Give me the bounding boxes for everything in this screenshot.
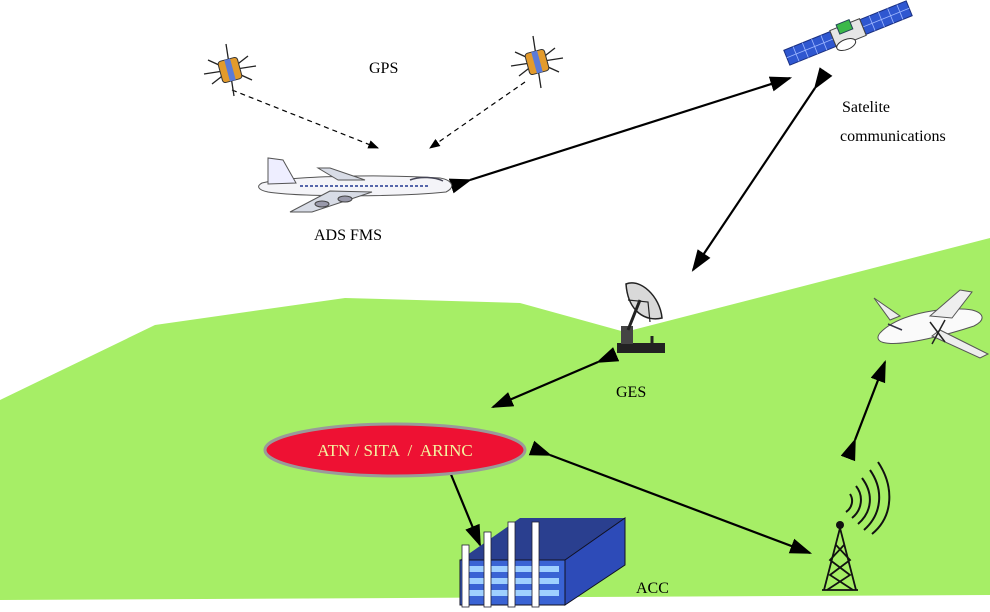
communications-satellite-icon (783, 0, 913, 66)
link-satellite-ges (691, 67, 833, 272)
satellite-dish-icon (617, 282, 665, 353)
radio-tower-icon (822, 461, 891, 591)
link-airliner-satellite (448, 76, 793, 194)
link-ges-network (490, 347, 620, 409)
network-label: ATN / SITA / ARINC (317, 441, 472, 460)
satcom-label-line1: Satelite (842, 99, 890, 116)
gps-label: GPS (369, 60, 398, 77)
airliner-icon (258, 157, 453, 213)
link-network-acc (435, 450, 482, 548)
gps-link-right (429, 81, 526, 149)
acc-label: ACC (636, 580, 669, 597)
gps-satellite-icon (203, 43, 257, 97)
link-network-tower (528, 440, 813, 555)
ads-fms-label: ADS FMS (314, 227, 382, 244)
network-ellipse: ATN / SITA / ARINC (263, 422, 527, 478)
gps-satellite-icon (510, 35, 564, 89)
link-tower-turboprop (840, 359, 887, 462)
gps-signal-links (231, 81, 526, 149)
ges-label: GES (616, 384, 646, 401)
turboprop-aircraft-icon (873, 289, 990, 359)
control-center-building-icon (459, 517, 626, 608)
satcom-label-line2: communications (840, 128, 946, 145)
communication-links (435, 67, 887, 555)
gps-link-left (231, 89, 380, 149)
